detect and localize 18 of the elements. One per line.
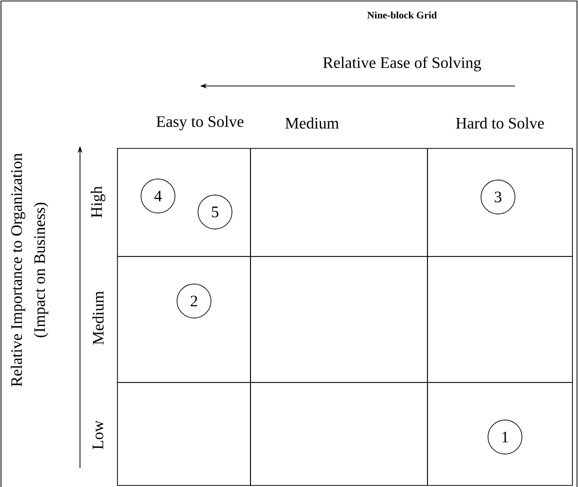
grid-cell (427, 148, 573, 257)
grid-cell (117, 382, 251, 486)
grid-cell (250, 382, 428, 486)
column-header: Medium (285, 117, 339, 129)
grid-cell (117, 256, 251, 383)
title: Nine-block Grid (367, 11, 437, 19)
column-header: Hard to Solve (456, 117, 544, 129)
grid-cell (427, 256, 573, 383)
grid-cell (250, 148, 428, 257)
axis-label: Relative Ease of Solving (323, 56, 482, 72)
grid-cell (117, 148, 251, 257)
column-header: Easy to Solve (156, 116, 244, 130)
grid-cell (427, 382, 573, 486)
axis-label: Relative Importance to Organization (10, 153, 26, 386)
row-header: Medium (92, 291, 104, 345)
row-header: High (90, 186, 106, 218)
grid-cell (250, 256, 428, 383)
axis-label: (Impact on Business) (34, 202, 48, 338)
